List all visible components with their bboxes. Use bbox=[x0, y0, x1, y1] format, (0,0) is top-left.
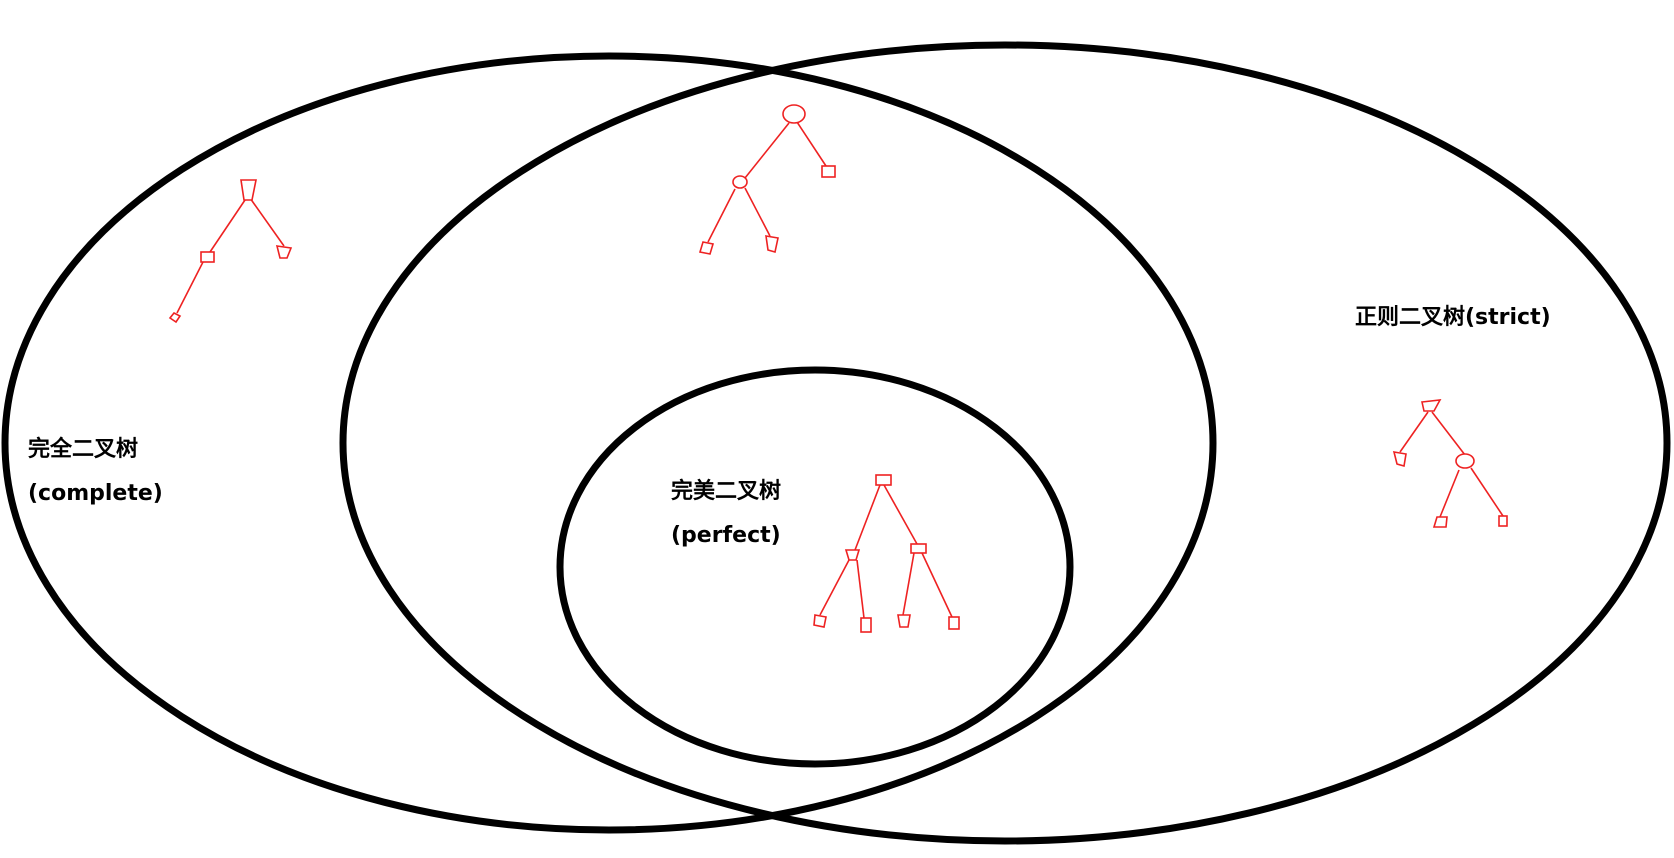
tree-node bbox=[910, 543, 927, 554]
tree-node bbox=[1421, 399, 1442, 412]
tree-node bbox=[844, 549, 861, 561]
strict-set-label: 正则二叉树(strict) bbox=[1355, 296, 1551, 340]
strict-label: 正则二叉树(strict) bbox=[1355, 305, 1551, 330]
complete-set-label: 完全二叉树 (complete) bbox=[28, 428, 163, 516]
tree-edge bbox=[249, 197, 285, 247]
complete-strict-example-tree bbox=[698, 104, 836, 255]
tree-node bbox=[782, 104, 806, 124]
tree-node bbox=[821, 165, 836, 178]
tree-edge bbox=[1439, 469, 1460, 518]
complete-set-ellipse bbox=[1, 52, 1217, 834]
perfect-set-label: 完美二叉树 (perfect) bbox=[671, 470, 781, 558]
tree-node bbox=[1392, 451, 1407, 468]
tree-edge bbox=[1470, 467, 1504, 517]
complete-example-tree bbox=[168, 179, 293, 324]
tree-edge bbox=[1399, 411, 1429, 453]
tree-edge bbox=[707, 188, 736, 243]
tree-node bbox=[765, 235, 779, 254]
tree-edge bbox=[1431, 411, 1466, 456]
tree-node bbox=[875, 474, 892, 486]
complete-label-en: (complete) bbox=[28, 481, 163, 506]
tree-node bbox=[860, 617, 872, 633]
tree-edge bbox=[856, 559, 865, 619]
strict-example-tree bbox=[1392, 399, 1508, 528]
tree-edge bbox=[209, 199, 246, 253]
tree-node bbox=[1498, 515, 1508, 527]
tree-node bbox=[948, 616, 960, 630]
tree-edge bbox=[796, 121, 827, 167]
tree-edge bbox=[744, 187, 771, 237]
strict-set-ellipse bbox=[339, 41, 1671, 845]
tree-edge bbox=[854, 484, 881, 551]
tree-node bbox=[200, 251, 215, 263]
complete-label-zh: 完全二叉树 bbox=[28, 437, 139, 462]
perfect-example-tree bbox=[813, 474, 960, 633]
tree-edge bbox=[819, 559, 850, 616]
tree-node bbox=[1455, 453, 1475, 469]
tree-node bbox=[240, 179, 257, 201]
tree-node bbox=[897, 614, 911, 628]
tree-node bbox=[698, 241, 715, 255]
perfect-label-en: (perfect) bbox=[671, 523, 781, 548]
tree-edge bbox=[883, 484, 918, 545]
tree-node bbox=[732, 175, 748, 189]
perfect-set-ellipse bbox=[556, 366, 1074, 768]
tree-edge bbox=[902, 552, 915, 616]
tree-node bbox=[1432, 516, 1448, 528]
tree-edge bbox=[176, 261, 204, 314]
perfect-label-zh: 完美二叉树 bbox=[671, 479, 782, 504]
tree-edge bbox=[921, 552, 953, 618]
tree-node bbox=[168, 311, 182, 324]
tree-node bbox=[275, 245, 293, 259]
tree-node bbox=[813, 614, 827, 628]
tree-edge bbox=[744, 122, 790, 179]
